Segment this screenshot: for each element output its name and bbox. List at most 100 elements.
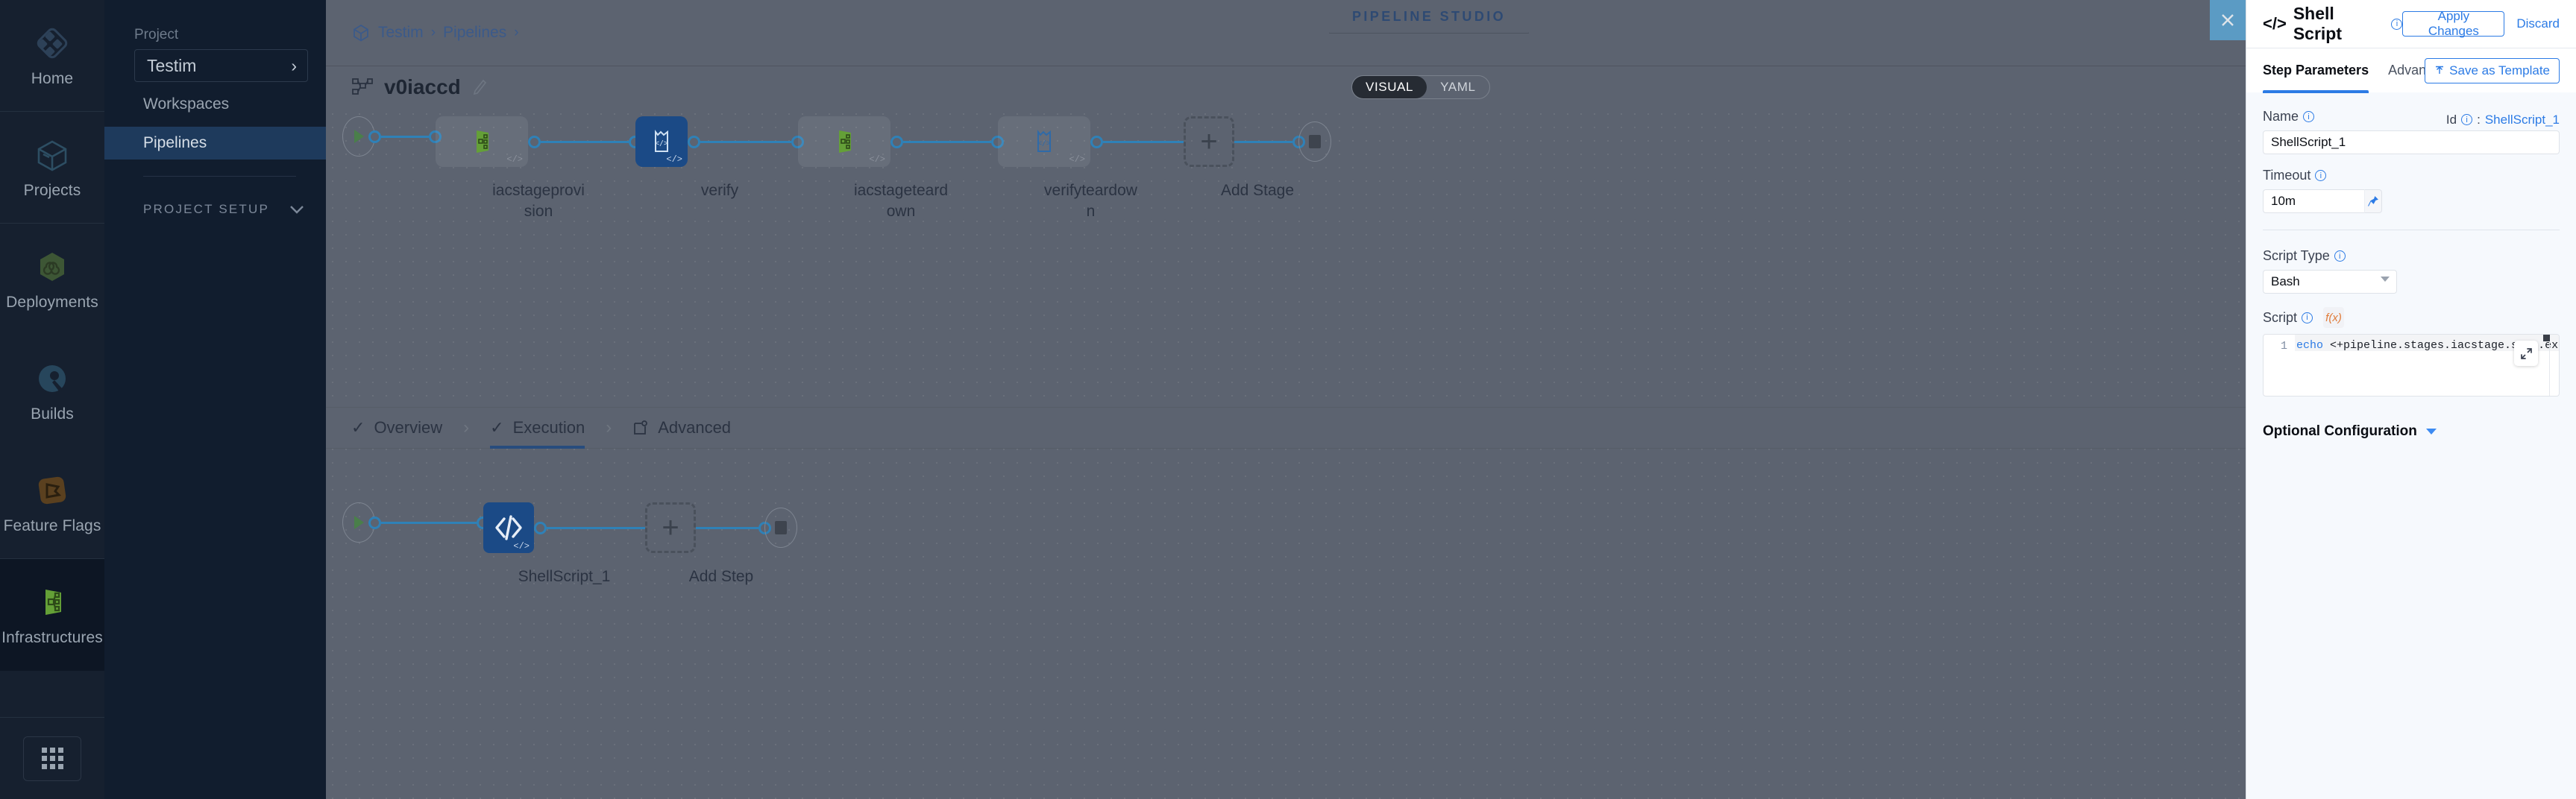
breadcrumb-link-pipelines[interactable]: Pipelines: [443, 24, 507, 41]
field-script: Script i f(x) 1 echo <+pipeline.stages.i…: [2263, 307, 2560, 397]
cube-icon: [33, 136, 72, 174]
field-timeout: Timeout i: [2263, 168, 2560, 213]
project-setup-label: PROJECT SETUP: [143, 202, 270, 216]
save-as-template-button[interactable]: Save as Template: [2425, 58, 2560, 83]
rail-footer: [0, 717, 104, 799]
pipeline-graph-icon: [352, 78, 373, 95]
script-type-select[interactable]: [2263, 270, 2397, 294]
step-node-shellscript-1[interactable]: </> ShellScript_1: [483, 502, 645, 587]
expression-fx-button[interactable]: f(x): [2323, 307, 2345, 328]
rail-item-home[interactable]: Home: [0, 0, 104, 112]
rail-item-feature-flags[interactable]: Feature Flags: [0, 447, 104, 559]
script-type-select-wrap: [2263, 270, 2397, 294]
stage-label: verify: [700, 182, 739, 199]
optional-configuration-toggle[interactable]: Optional Configuration: [2263, 423, 2560, 440]
project-nav-panel: Project Testim › Workspaces Pipelines PR…: [104, 0, 326, 799]
info-icon[interactable]: i: [2302, 312, 2313, 323]
svg-text:</>: </>: [1037, 139, 1051, 148]
pipeline-name: v0iaccd: [384, 75, 461, 98]
chevron-down-icon: [290, 206, 304, 214]
tab-advanced[interactable]: Advanced: [632, 407, 731, 449]
stage-node-iacstageteardown[interactable]: </> iacstageteardown: [798, 116, 1004, 223]
add-stage-button[interactable]: +: [1184, 116, 1234, 167]
editor-scrollbar[interactable]: [2543, 335, 2550, 341]
step-card-selected[interactable]: </>: [483, 502, 534, 553]
pipeline-studio-label: PIPELINE STUDIO: [1352, 8, 1507, 24]
rail-item-projects[interactable]: Projects: [0, 112, 104, 224]
rail-item-infrastructures[interactable]: Infrastructures: [0, 559, 104, 671]
step-label: ShellScript_1: [518, 568, 611, 585]
script-type-label: Script Type: [2263, 248, 2330, 263]
close-icon[interactable]: [2210, 0, 2246, 40]
drawer-title-group: </> Shell Script i: [2263, 4, 2403, 44]
tab-overview[interactable]: ✓ Overview: [351, 407, 442, 449]
info-icon[interactable]: i: [2461, 114, 2473, 125]
info-icon[interactable]: i: [2391, 18, 2403, 30]
stage-type-badge: </>: [666, 154, 682, 165]
rail-label-feature-flags: Feature Flags: [3, 517, 101, 534]
tab-step-parameters[interactable]: Step Parameters: [2263, 48, 2369, 93]
add-step-button[interactable]: +: [645, 502, 696, 553]
stage-node-iacstageprovision[interactable]: </> iacstageprovision: [436, 116, 641, 223]
upload-template-icon: [2436, 66, 2444, 74]
project-selector[interactable]: Testim ›: [134, 49, 308, 82]
build-pie-icon: [33, 359, 72, 398]
connector: [903, 140, 991, 143]
rail-item-builds[interactable]: Builds: [0, 335, 104, 447]
step-type-badge: </>: [513, 541, 530, 552]
stage-card-selected[interactable]: </> </>: [635, 116, 688, 167]
stage-card[interactable]: </> </>: [998, 116, 1090, 167]
pin-icon[interactable]: [2364, 189, 2382, 213]
apply-changes-button[interactable]: Apply Changes: [2402, 9, 2505, 38]
play-icon: [354, 130, 364, 143]
sidebar-item-pipelines[interactable]: Pipelines: [104, 127, 326, 160]
infrastructure-icon: [839, 130, 851, 153]
id-label: Id: [2445, 112, 2457, 127]
sidebar-item-workspaces[interactable]: Workspaces: [104, 88, 326, 121]
timeout-label-group: Timeout i: [2263, 168, 2560, 183]
drawer-header: </> Shell Script i Apply Changes Discard: [2246, 0, 2576, 48]
view-mode-toggle[interactable]: VISUAL YAML: [1351, 75, 1490, 99]
svg-text:</>: </>: [655, 139, 668, 148]
project-setup-toggle[interactable]: PROJECT SETUP: [104, 195, 326, 224]
add-stage-node[interactable]: + Add Stage: [1184, 116, 1331, 201]
name-input[interactable]: [2263, 130, 2560, 154]
info-icon[interactable]: i: [2315, 170, 2327, 181]
stage-in-dot: [429, 130, 442, 143]
name-label-group: Name i: [2263, 109, 2315, 124]
project-cube-icon: [354, 24, 368, 42]
stage-card[interactable]: </>: [436, 116, 528, 167]
discard-button[interactable]: Discard: [2516, 16, 2560, 31]
primary-nav-rail: Home Projects Deployments: [0, 0, 104, 799]
step-start-node: [342, 502, 489, 543]
info-icon[interactable]: i: [2334, 250, 2346, 262]
id-value[interactable]: ShellScript_1: [2484, 112, 2560, 127]
rail-item-deployments[interactable]: Deployments: [0, 224, 104, 335]
expand-icon[interactable]: [2514, 341, 2538, 366]
script-code-editor[interactable]: 1 echo <+pipeline.stages.iacstage.spec.e…: [2263, 334, 2560, 397]
timeout-input[interactable]: [2263, 189, 2365, 213]
connector: [541, 140, 629, 143]
toggle-option-visual[interactable]: VISUAL: [1352, 76, 1427, 98]
stage-node-verifyteardown[interactable]: </> </> verifyteardown: [998, 116, 1184, 223]
step-out-dot: [534, 521, 547, 534]
add-step-node[interactable]: + Add Step: [645, 502, 797, 587]
sidebar-label-workspaces: Workspaces: [143, 95, 230, 113]
info-icon[interactable]: i: [2303, 111, 2315, 122]
pin-glyph: [2368, 196, 2379, 206]
connector: [381, 521, 477, 524]
stage-card[interactable]: </>: [798, 116, 890, 167]
add-stage-label: Add Stage: [1220, 182, 1295, 199]
pencil-icon[interactable]: [471, 78, 488, 96]
tab-label-advanced: Advanced: [658, 418, 732, 437]
home-diamond-icon: [33, 24, 72, 63]
breadcrumb-link-project[interactable]: Testim: [378, 24, 424, 41]
app-grid-icon[interactable]: [23, 736, 81, 781]
plus-icon: +: [662, 511, 679, 544]
rail-label-projects: Projects: [23, 182, 81, 199]
toggle-option-yaml[interactable]: YAML: [1440, 80, 1476, 94]
tab-execution[interactable]: ✓ Execution: [490, 407, 585, 449]
infrastructure-icon: [477, 130, 489, 153]
stage-node-verify[interactable]: </> </> verify: [635, 116, 804, 201]
breadcrumb: Testim › Pipelines ›: [351, 23, 519, 42]
